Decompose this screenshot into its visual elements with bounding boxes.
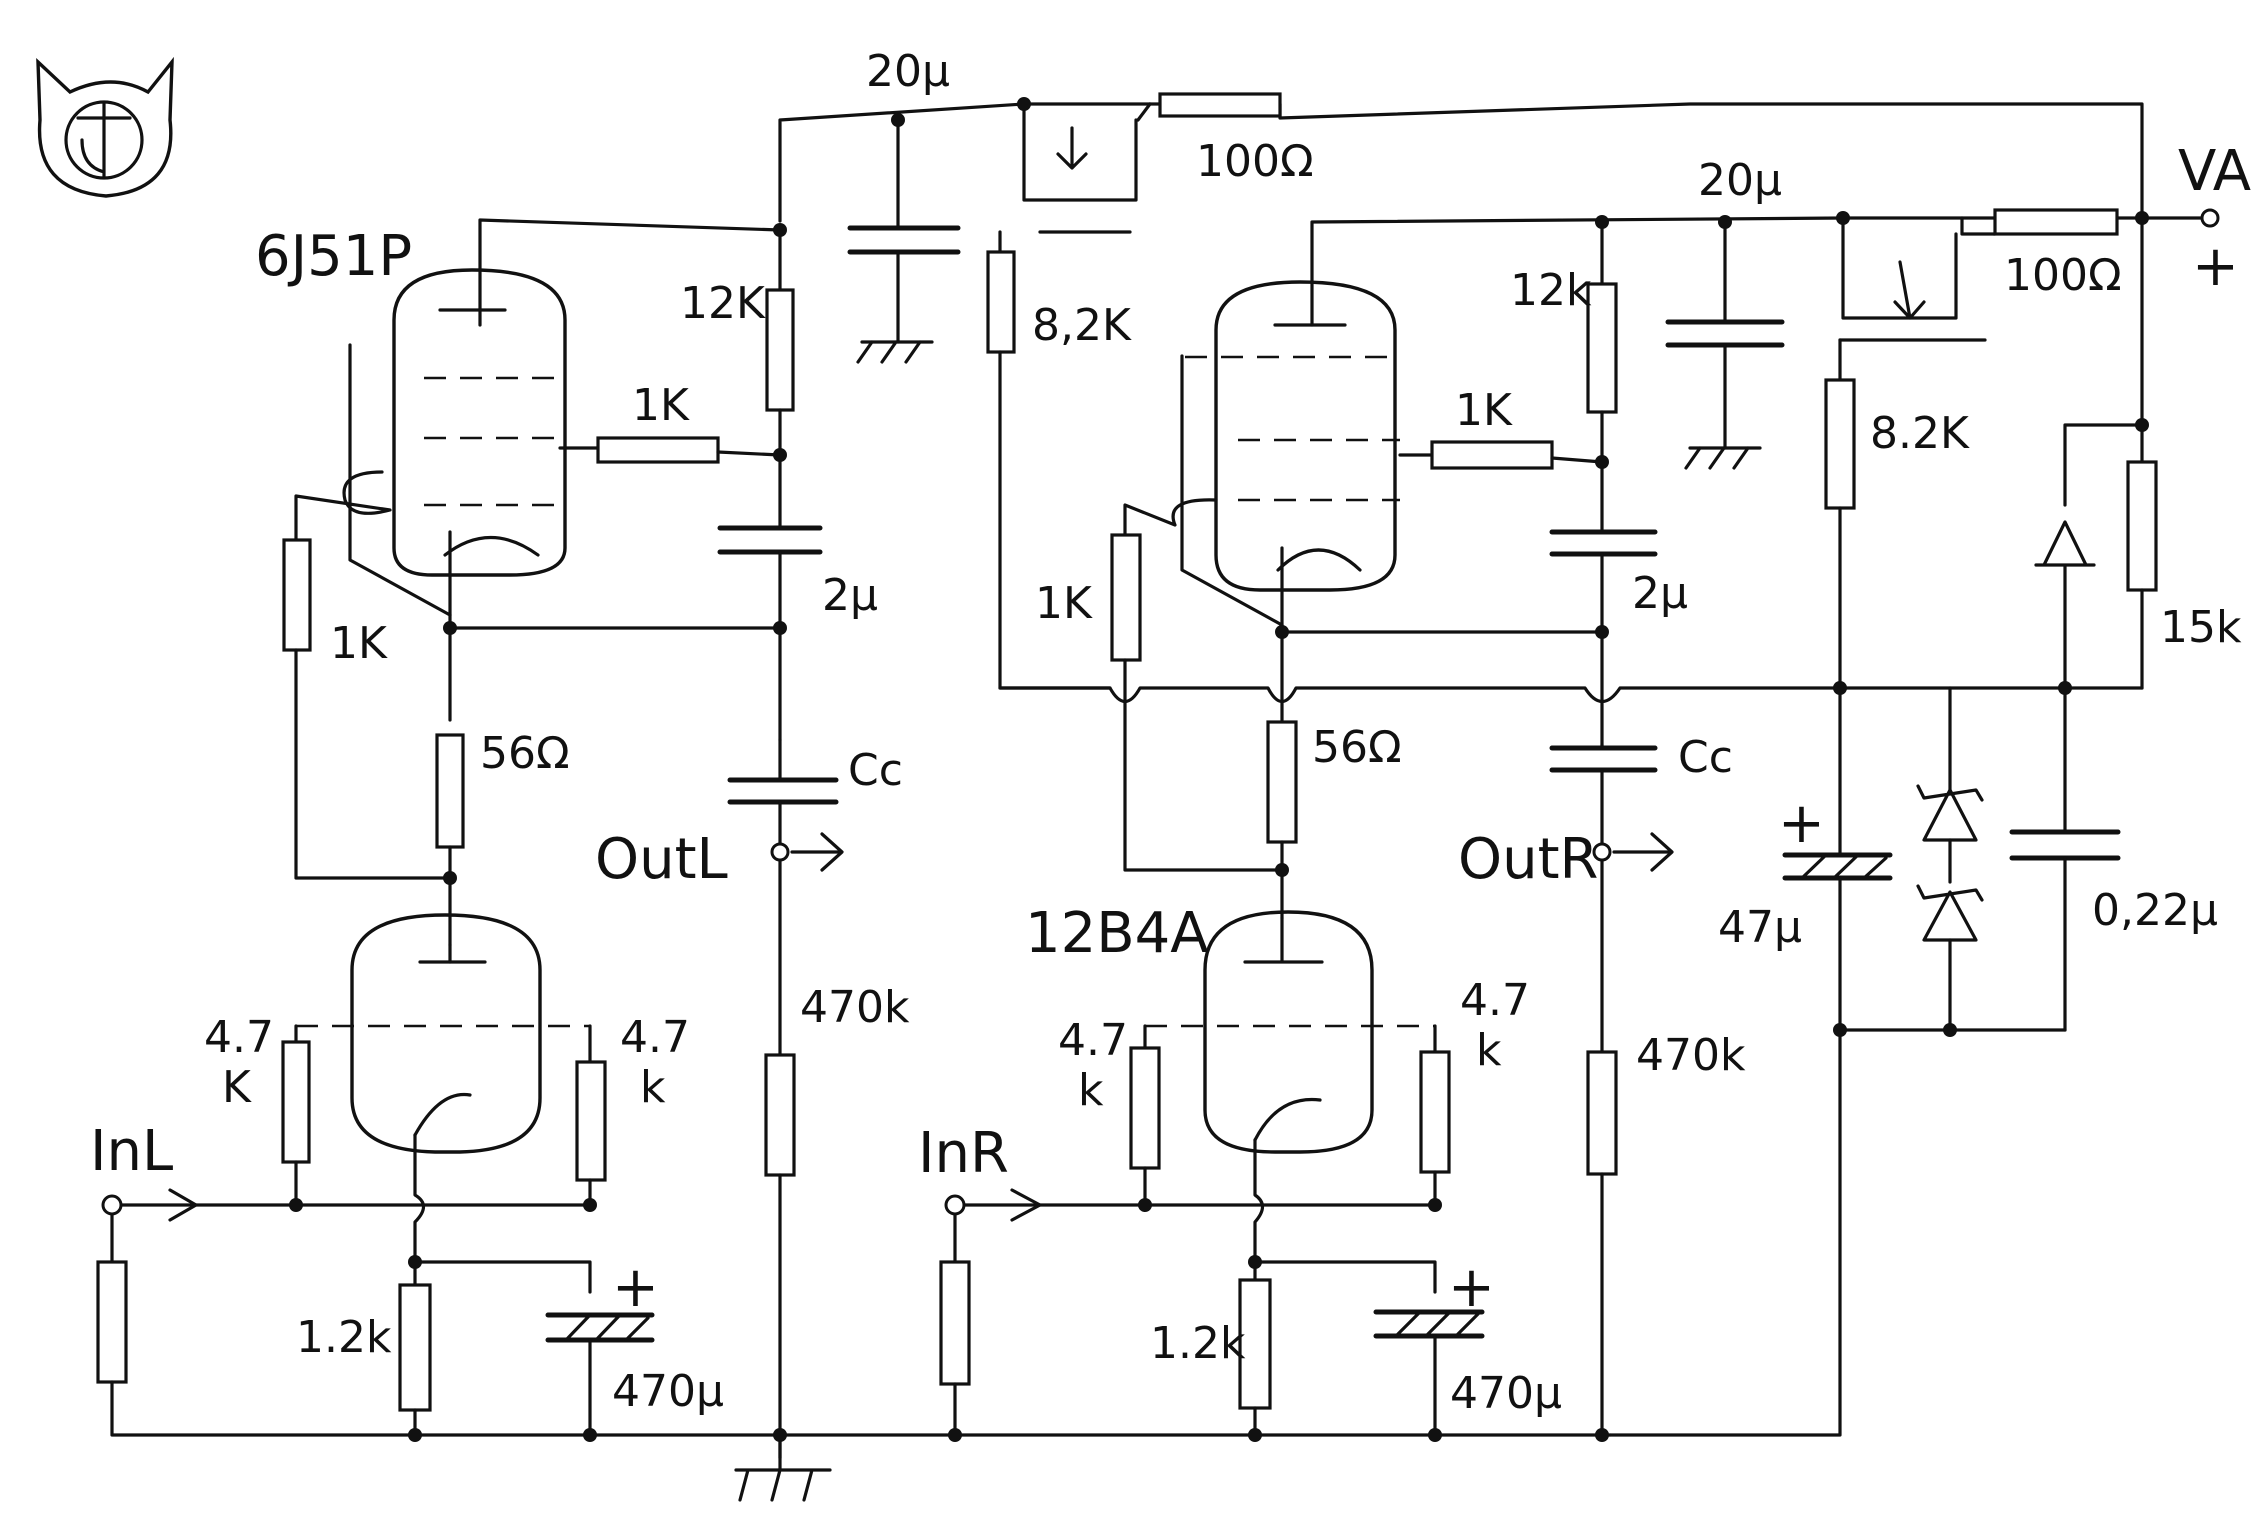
res-load-right <box>1586 1050 1618 1176</box>
label-res-ref: 15k <box>2160 602 2242 653</box>
label-res-plate-left: 12K <box>680 278 766 329</box>
label-res-bleed-left: 8,2K <box>1032 300 1132 351</box>
label-res-g1-right: 1K <box>1035 578 1093 629</box>
label-cap-k-left-plus: + <box>612 1255 659 1320</box>
res-input-left <box>96 1260 128 1384</box>
junction-dots <box>289 97 2149 1442</box>
res-cath-left <box>435 733 465 849</box>
label-res-g1-left: 1K <box>330 618 388 669</box>
res-g1-right <box>1110 533 1142 662</box>
label-cap-k-left: 470μ <box>612 1366 724 1417</box>
res-k-left <box>398 1283 432 1412</box>
right-channel <box>939 208 2220 1437</box>
label-res-g2-right: 1K <box>1455 385 1513 436</box>
res-g2-right <box>1430 440 1554 470</box>
label-res-cath-right: 56Ω <box>1312 722 1402 773</box>
label-cap-out-right: Cc <box>1678 732 1733 783</box>
label-res-g2-left: 1K <box>632 380 690 431</box>
res-grid-a-right <box>1129 1046 1161 1170</box>
label-cap-top-right: 20μ <box>1698 155 1782 206</box>
res-bleed-right <box>1824 378 1856 510</box>
label-res-feed-left: 100Ω <box>1196 136 1314 187</box>
label-res-cath-left: 56Ω <box>480 728 570 779</box>
tube-upper-left <box>392 268 567 577</box>
label-cap-k-right: 470μ <box>1450 1368 1562 1419</box>
label-cap-reg-plus: + <box>1778 791 1825 856</box>
res-cath-right <box>1266 720 1298 844</box>
label-res-k-right: 1.2k <box>1150 1318 1246 1369</box>
label-cap-reg: 47μ <box>1718 902 1802 953</box>
res-grid-b-right <box>1419 1050 1451 1174</box>
res-ref <box>2126 460 2158 592</box>
label-in-right: InR <box>918 1121 1009 1186</box>
res-grid-b-left <box>575 1060 607 1182</box>
tube-label-lower: 12B4A <box>1025 901 1209 966</box>
label-res-feed-right: 100Ω <box>2004 250 2122 301</box>
res-feed-right <box>1993 208 2119 236</box>
label-res-plate-right: 12k <box>1510 265 1592 316</box>
tube-lower-right <box>1203 910 1374 1154</box>
supply-label: VA <box>2178 139 2251 204</box>
tube-label-upper: 6J51P <box>255 224 412 289</box>
label-cap-top-left: 20μ <box>866 46 950 97</box>
label-res-bleed-right: 8.2K <box>1870 408 1970 459</box>
label-in-left: InL <box>90 1119 173 1184</box>
res-k-right <box>1238 1278 1272 1410</box>
tube-upper-right <box>1214 280 1397 592</box>
res-plate-right <box>1586 282 1618 414</box>
res-grid-a-left <box>281 1040 311 1164</box>
label-out-left: OutL <box>595 827 728 892</box>
label-cap-out-left: Cc <box>848 745 903 796</box>
res-g2-left <box>596 436 720 464</box>
res-g1-left <box>282 538 312 652</box>
label-out-right: OutR <box>1458 827 1598 892</box>
label-res-load-left: 470k <box>800 982 910 1033</box>
res-load-left <box>764 1053 796 1177</box>
label-cap-ref: 0,22μ <box>2092 885 2218 936</box>
res-input-right <box>939 1260 971 1386</box>
cat-logo-icon <box>36 56 174 198</box>
res-plate-left <box>765 288 795 412</box>
res-feed-left <box>1158 92 1282 118</box>
supply-polarity: + <box>2192 234 2239 299</box>
label-cap-mid-left: 2μ <box>822 570 878 621</box>
label-cap-k-right-plus: + <box>1448 1255 1495 1320</box>
left-channel <box>96 92 2144 1502</box>
label-cap-mid-right: 2μ <box>1632 568 1688 619</box>
label-res-k-left: 1.2k <box>296 1312 392 1363</box>
res-bleed-left <box>986 250 1016 354</box>
tube-lower-left <box>350 913 542 1154</box>
regulator-reference <box>1608 216 2158 1437</box>
label-res-load-right: 470k <box>1636 1030 1746 1081</box>
